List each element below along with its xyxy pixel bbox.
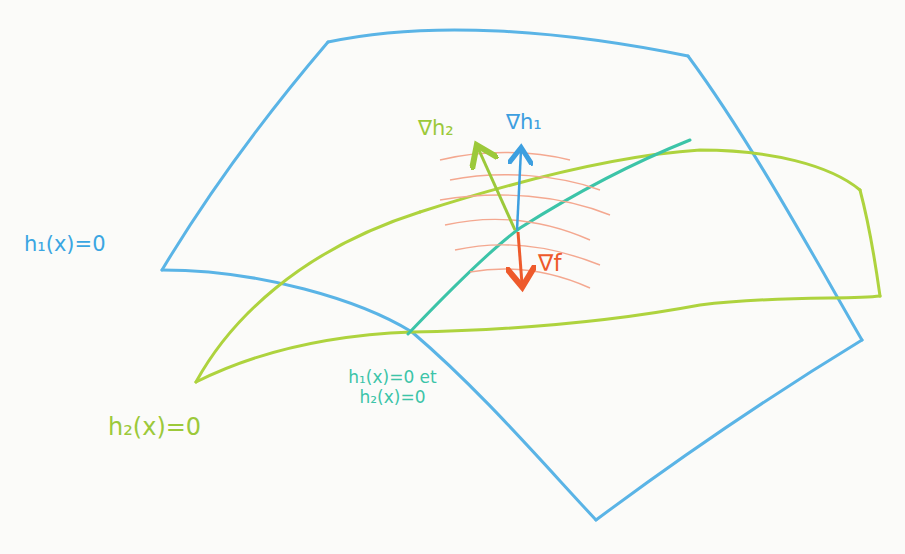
intersection-label: h₁(x)=0 et h₂(x)=0 — [340, 368, 445, 407]
surface-label: h₁(x)=0 — [24, 232, 106, 256]
gradient-arrow — [517, 150, 521, 230]
level-curves — [440, 153, 610, 289]
surface-h2 — [196, 150, 880, 382]
intersection-curve — [408, 140, 690, 334]
gradient-label: ∇f — [538, 250, 561, 276]
surface-h1 — [162, 30, 862, 520]
gradient-label: ∇h₁ — [506, 110, 542, 134]
gradient-arrow — [518, 232, 522, 284]
surface-label: h₂(x)=0 — [108, 414, 201, 442]
gradient-label: ∇h₂ — [418, 116, 454, 140]
gradient-arrow — [478, 148, 515, 230]
